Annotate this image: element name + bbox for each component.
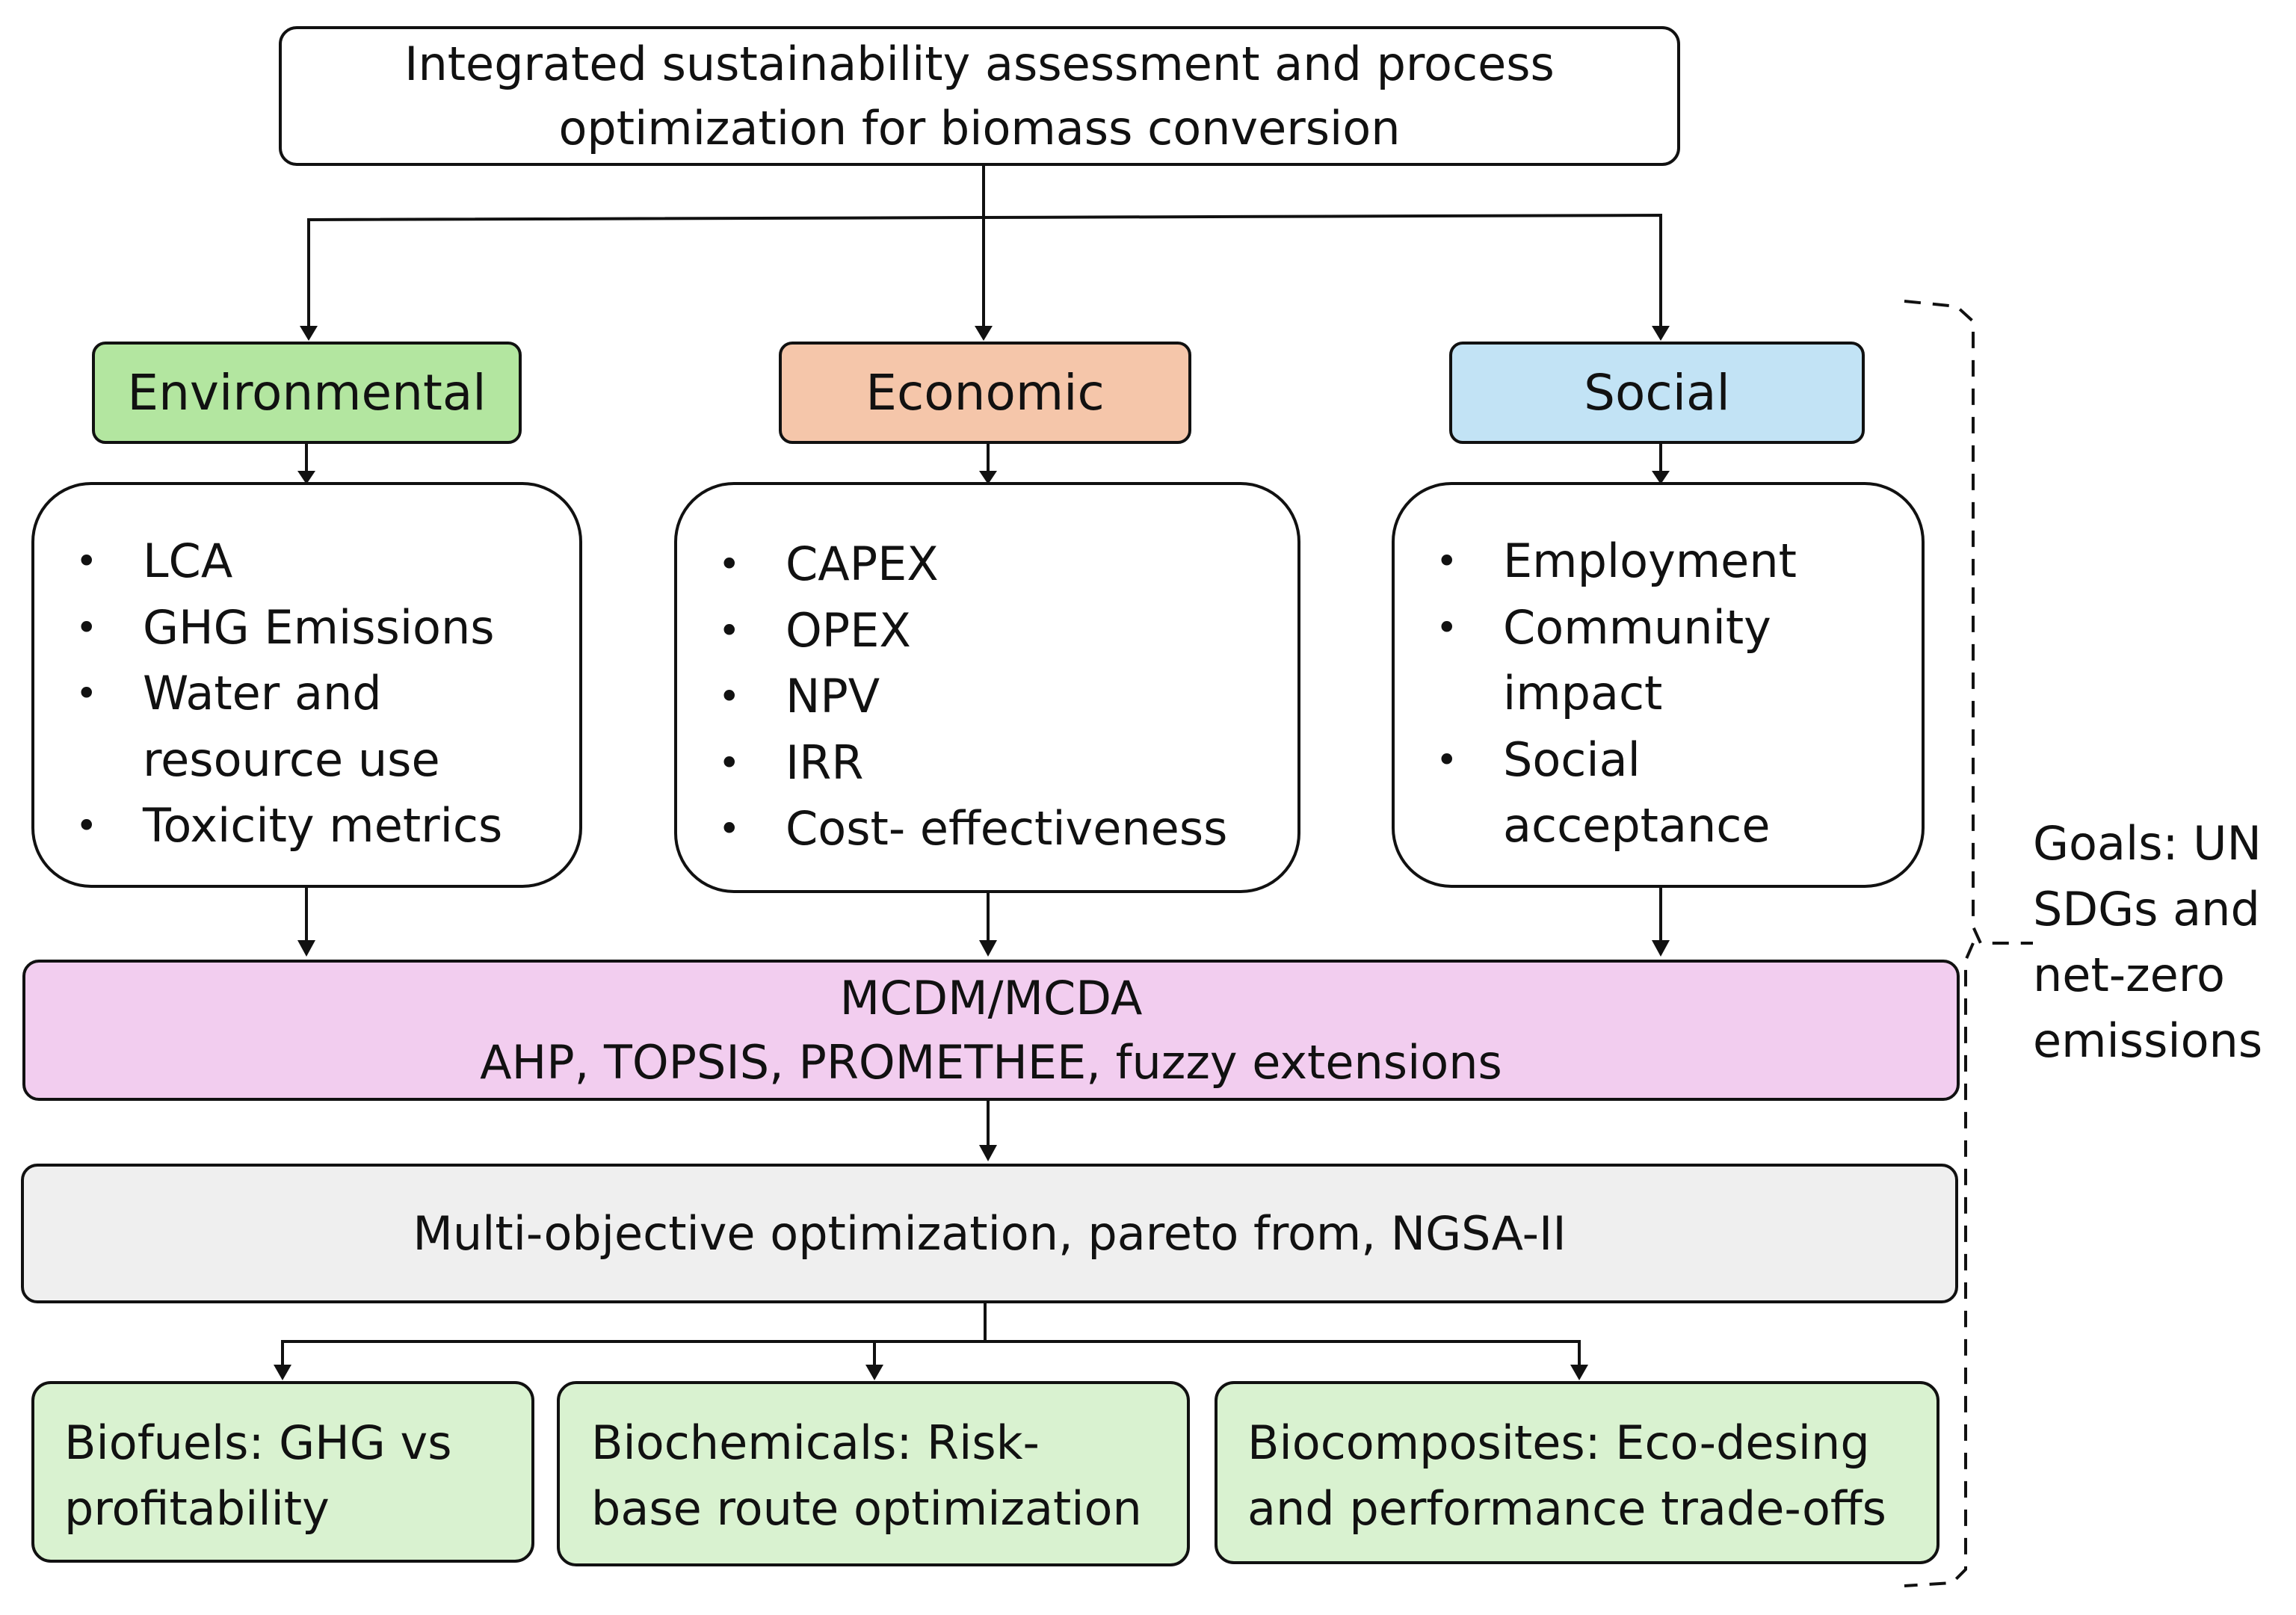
biochemicals-box: Biochemicals: Risk- base route optimizat…	[557, 1381, 1190, 1566]
mcdm-title: MCDM/MCDA	[839, 970, 1143, 1025]
economic-header: Economic	[779, 342, 1191, 444]
bullet: •	[718, 807, 741, 850]
list-item: •LCA	[34, 528, 579, 595]
bullet: •	[75, 605, 98, 649]
bullet: •	[718, 608, 741, 652]
environmental-list: •LCA •GHG Emissions •Water and resource …	[34, 528, 579, 859]
mcdm-box: MCDM/MCDA AHP, TOPSIS, PROMETHEE, fuzzy …	[22, 960, 1960, 1101]
list-item: •OPEX	[677, 598, 1297, 664]
bullet: •	[718, 543, 741, 586]
environmental-header: Environmental	[92, 342, 522, 444]
economic-list-box: •CAPEX •OPEX •NPV •IRR •Cost- effectiven…	[674, 482, 1300, 893]
list-item: •Toxicity metrics	[34, 793, 579, 859]
optimization-box: Multi-objective optimization, pareto fro…	[21, 1164, 1958, 1303]
list-item-continued: acceptance	[1503, 798, 1771, 853]
economic-list: •CAPEX •OPEX •NPV •IRR •Cost- effectiven…	[677, 531, 1297, 862]
bullet: •	[1436, 738, 1458, 782]
list-item: •Social	[1395, 727, 1922, 794]
list-item: •Community	[1395, 595, 1922, 661]
list-item: •Water and	[34, 661, 579, 727]
bullet: •	[718, 675, 741, 718]
bullet: •	[1436, 605, 1458, 649]
list-item: •Employment	[1395, 528, 1922, 595]
social-list-box: •Employment •Community impact •Social ac…	[1392, 482, 1925, 888]
list-item: •IRR	[677, 730, 1297, 797]
social-header: Social	[1449, 342, 1865, 444]
goals-label: Goals: UN SDGs and net-zero emissions	[2033, 816, 2263, 1068]
bullet: •	[718, 741, 741, 785]
title-box: Integrated sustainability assessment and…	[279, 26, 1680, 166]
list-item: •Cost- effectiveness	[677, 796, 1297, 862]
bullet: •	[1436, 540, 1458, 583]
biocomposites-box: Biocomposites: Eco-desing and performanc…	[1215, 1381, 1939, 1564]
list-item: •GHG Emissions	[34, 595, 579, 661]
bullet: •	[75, 672, 98, 715]
list-item: •CAPEX	[677, 531, 1297, 598]
title-line-1: Integrated sustainability assessment and…	[404, 36, 1555, 91]
list-item-continued: impact	[1503, 666, 1663, 720]
biofuels-box: Biofuels: GHG vs profitability	[31, 1381, 534, 1563]
title-line-2: optimization for biomass conversion	[558, 100, 1401, 155]
goals-bracket	[1904, 300, 2033, 1587]
list-item-continued: resource use	[143, 732, 440, 787]
social-list: •Employment •Community impact •Social ac…	[1395, 528, 1922, 859]
environmental-list-box: •LCA •GHG Emissions •Water and resource …	[31, 482, 582, 888]
mcdm-methods: AHP, TOPSIS, PROMETHEE, fuzzy extensions	[480, 1034, 1502, 1090]
bullet: •	[75, 804, 98, 847]
bullet: •	[75, 540, 98, 583]
list-item: •NPV	[677, 664, 1297, 730]
